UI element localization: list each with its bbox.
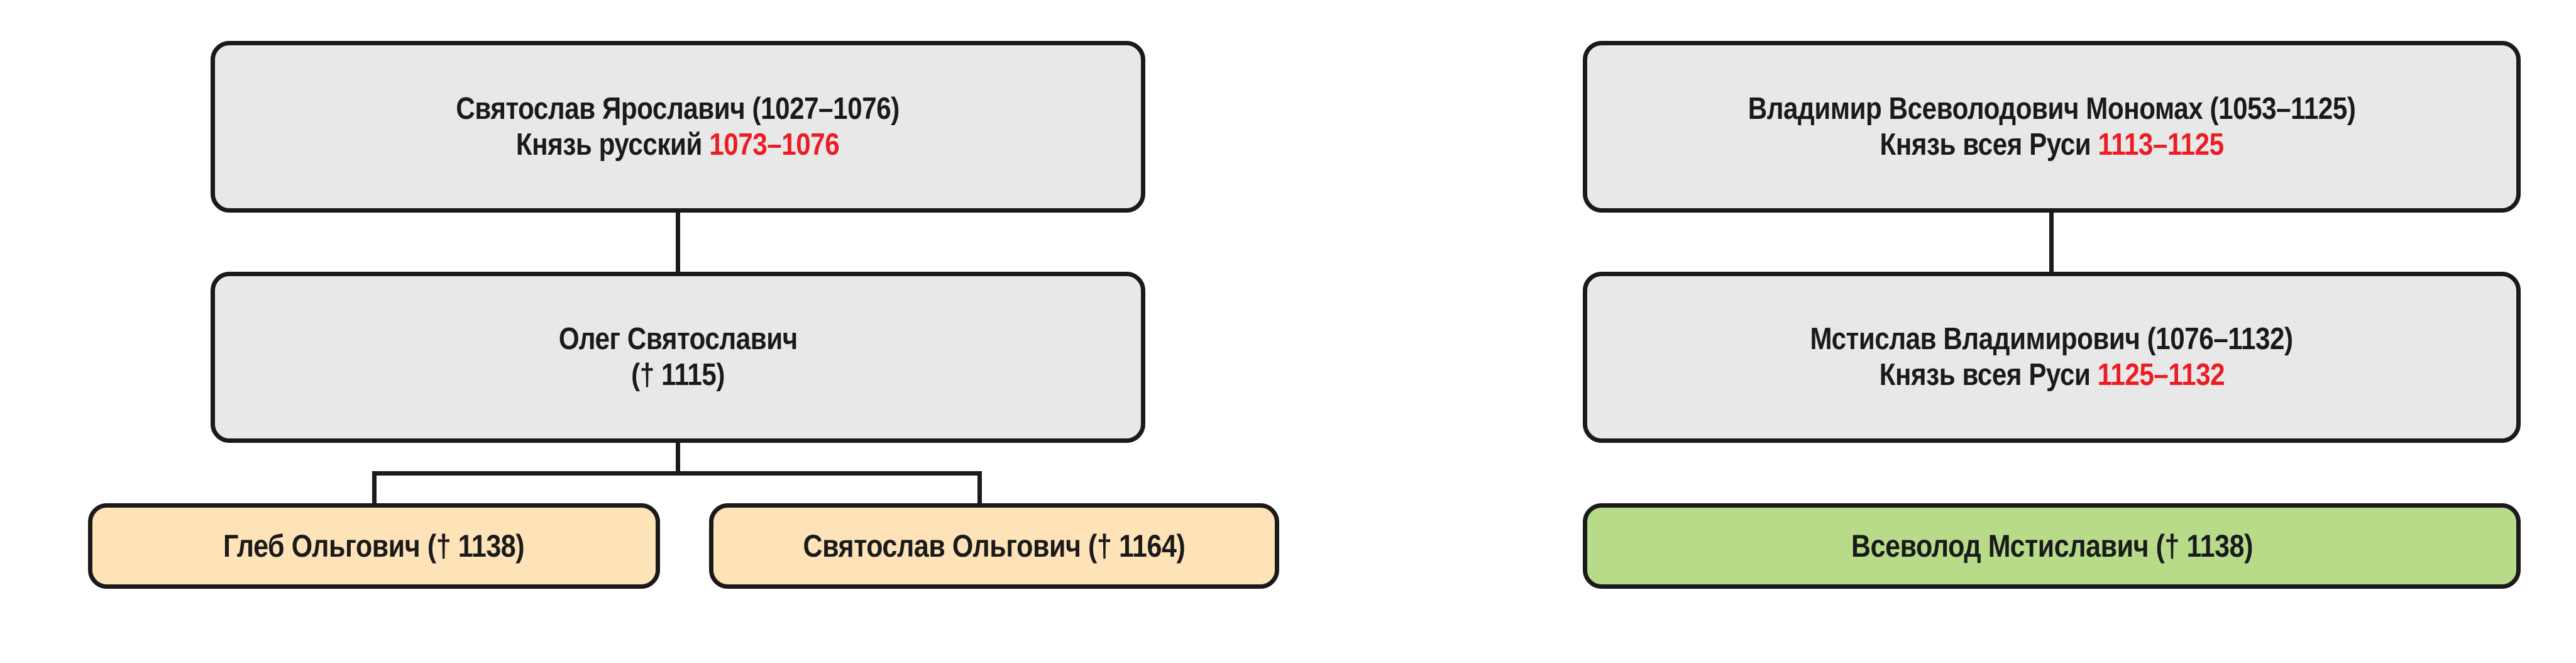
node-name-line: Святослав Ярославич (1027–1076) [456, 91, 900, 126]
node-label: Всеволод Мстиславич († 1138) [1851, 528, 2253, 564]
node-reign-years: 1125–1132 [2097, 358, 2225, 392]
node-vsevolod-mstislavich[interactable]: Всеволод Мстиславич († 1138) [1583, 503, 2521, 589]
node-title-line: Князь русский 1073–1076 [516, 127, 840, 163]
connector-left-drop-gleb [372, 471, 377, 506]
connector-left-sibling-bar [372, 471, 982, 476]
node-svyatoslav-olgovich[interactable]: Святослав Ольгович († 1164) [709, 503, 1279, 589]
node-name-line: Мстислав Владимирович (1076–1132) [1810, 322, 2294, 357]
connector-left-drop-svyatoslav [977, 471, 982, 506]
node-reign-years: 1073–1076 [709, 127, 840, 162]
node-death-line: († 1115) [631, 358, 725, 392]
node-title-prefix: Князь русский [516, 127, 710, 162]
node-label: Святослав Ольгович († 1164) [803, 528, 1186, 564]
connector-left-child-stem [676, 443, 680, 476]
node-oleg-svyatoslavich[interactable]: Олег Святославич († 1115) [211, 272, 1145, 443]
node-title-prefix: Князь всея Руси [1880, 127, 2098, 162]
connector-right-root-to-child [2049, 213, 2054, 273]
node-svyatoslav-yaroslavich[interactable]: Святослав Ярославич (1027–1076) Князь ру… [211, 41, 1145, 213]
node-title-line: Князь всея Руси 1113–1125 [1880, 127, 2224, 163]
node-reign-years: 1113–1125 [2098, 127, 2224, 162]
node-title-prefix: Князь всея Руси [1879, 358, 2098, 392]
node-vladimir-monomakh[interactable]: Владимир Всеволодович Мономах (1053–1125… [1583, 41, 2521, 213]
node-label: Глеб Ольгович († 1138) [223, 528, 525, 564]
node-name-line: Владимир Всеволодович Мономах (1053–1125… [1748, 91, 2356, 126]
node-title-line: Князь всея Руси 1125–1132 [1879, 357, 2225, 393]
node-name-line: Олег Святославич [558, 322, 798, 357]
node-gleb-olgovich[interactable]: Глеб Ольгович († 1138) [88, 503, 660, 589]
connector-left-root-to-child [676, 213, 680, 273]
node-mstislav-vladimirovich[interactable]: Мстислав Владимирович (1076–1132) Князь … [1583, 272, 2521, 443]
